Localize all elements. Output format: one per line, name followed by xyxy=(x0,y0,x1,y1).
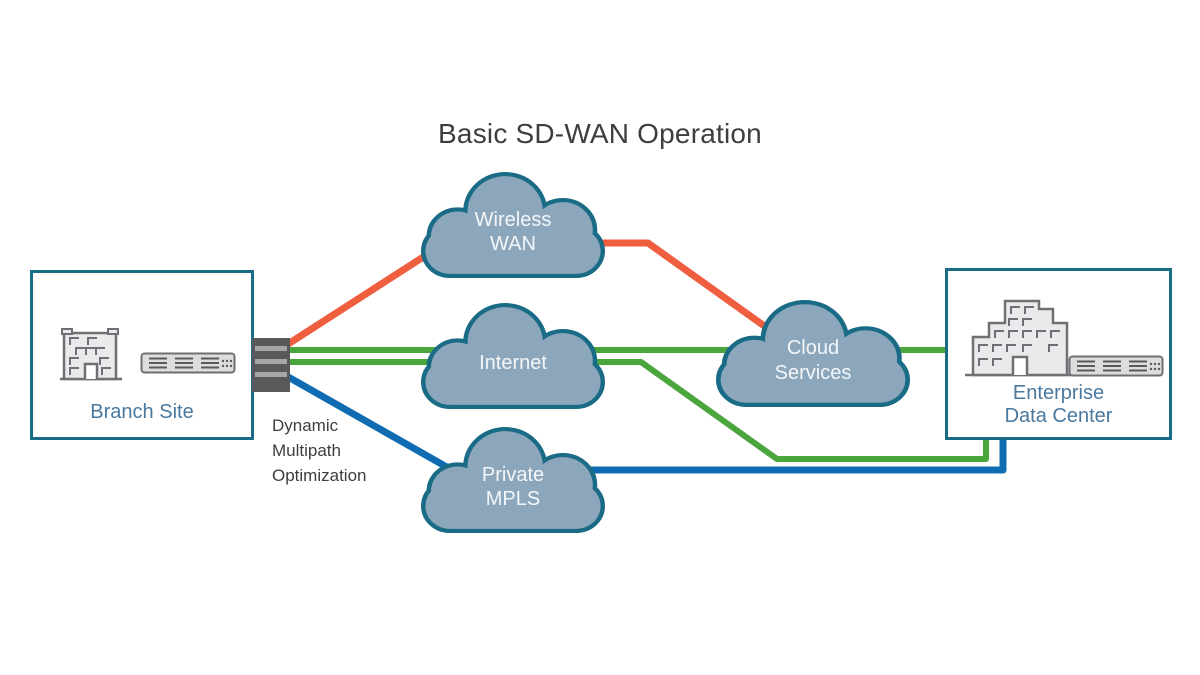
branch-router-icon xyxy=(140,352,236,374)
data-center-box: Enterprise Data Center xyxy=(945,268,1172,440)
data-center-label: Enterprise Data Center xyxy=(1004,381,1113,428)
connector-stripe xyxy=(255,372,287,377)
sdwan-edge-connector xyxy=(252,338,290,392)
link-private-mpls-path xyxy=(281,370,1007,474)
diagram-title: Basic SD-WAN Operation xyxy=(438,118,762,149)
cloud-label-wireless-wan: Wireless WAN xyxy=(474,208,552,255)
cloud-label-internet: Internet xyxy=(479,351,547,374)
branch-site-box: Branch Site xyxy=(30,270,254,440)
data-center-building-icon xyxy=(965,299,1073,377)
branch-site-label: Branch Site xyxy=(90,401,194,424)
connector-stripe xyxy=(255,359,287,364)
cloud-private-mpls: Private MPLS xyxy=(421,427,605,533)
cloud-wireless-wan: Wireless WAN xyxy=(421,172,605,278)
dmpo-annotation: Dynamic Multipath Optimization xyxy=(272,416,367,485)
cloud-label-cloud-services: Cloud Services xyxy=(774,337,852,384)
connector-stripe xyxy=(255,346,287,351)
cloud-label-private-mpls: Private MPLS xyxy=(481,463,545,510)
cloud-cloud-services: Cloud Services xyxy=(716,300,910,407)
cloud-internet: Internet xyxy=(421,303,605,409)
data-center-router-icon xyxy=(1068,355,1164,377)
branch-building-icon xyxy=(60,328,122,381)
